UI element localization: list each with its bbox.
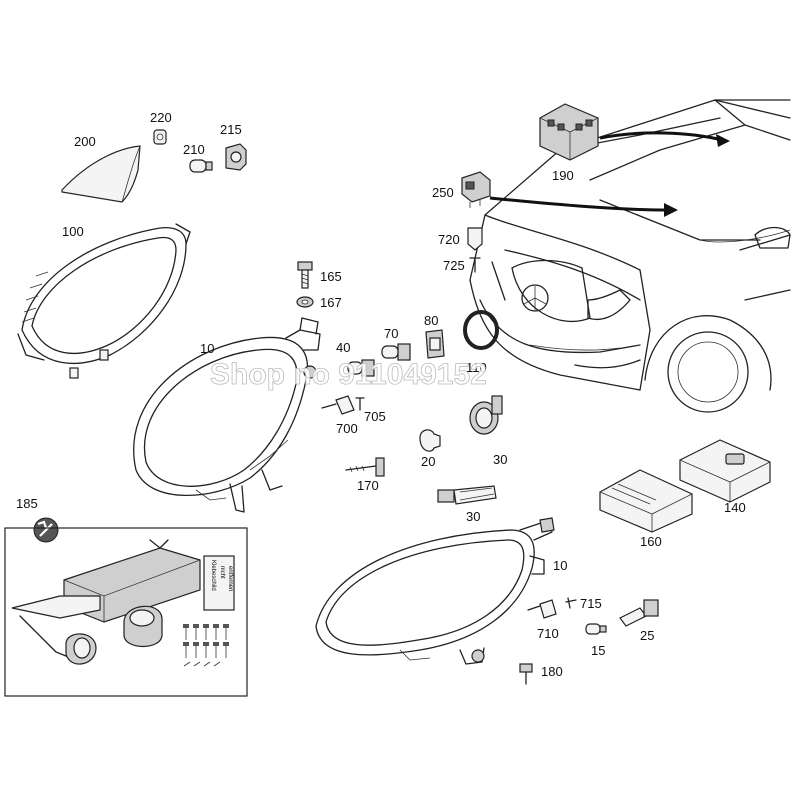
part-715-screw	[565, 597, 577, 609]
part-110-seal-ring	[463, 310, 499, 350]
label-110: 110	[466, 360, 487, 375]
part-200-cover	[61, 145, 141, 203]
label-70: 70	[384, 326, 398, 341]
part-80-connector	[425, 329, 445, 359]
decal-text-2: nicht	[219, 566, 225, 579]
label-25: 25	[640, 628, 654, 643]
part-220-washer	[153, 129, 167, 145]
arrow-190-to-car	[599, 131, 730, 147]
label-40: 40	[336, 340, 350, 355]
label-15: 15	[591, 643, 605, 658]
part-710-holder	[527, 599, 557, 619]
label-100: 100	[62, 224, 84, 239]
part-70-bulb	[381, 343, 411, 361]
label-30-lower: 30	[466, 509, 480, 524]
part-167-washer	[296, 296, 314, 308]
part-number-labels: 200 220 210 215 100 190 250 720 725 165 …	[16, 110, 746, 679]
part-725-screw	[469, 257, 481, 273]
part-185-repair-kit-box	[4, 527, 248, 697]
label-167: 167	[320, 295, 342, 310]
part-140-ballast	[679, 439, 771, 503]
part-185-wrench-icon	[33, 517, 59, 543]
label-185: 185	[16, 496, 38, 511]
part-250-sensor	[461, 171, 491, 208]
label-80: 80	[424, 313, 438, 328]
label-180: 180	[541, 664, 563, 679]
part-25-bulb	[619, 599, 659, 627]
part-30-ignitor	[437, 485, 497, 505]
car-front-illustration	[469, 99, 791, 413]
label-30-upper: 30	[493, 452, 507, 467]
part-10-headlamp-lower	[315, 517, 555, 665]
part-170-bolt	[345, 457, 385, 477]
part-40-bulb	[347, 359, 375, 377]
label-705: 705	[364, 409, 386, 424]
label-170: 170	[357, 478, 379, 493]
part-190-control-module	[539, 103, 599, 161]
part-10-headlamp-upper	[133, 317, 321, 513]
label-210: 210	[183, 142, 205, 157]
decal-text-1: Klebeschild	[210, 560, 216, 591]
label-165: 165	[320, 269, 342, 284]
arrow-250-to-car	[489, 196, 678, 217]
label-10-lower: 10	[553, 558, 567, 573]
part-720-bracket	[467, 227, 483, 251]
label-725: 725	[443, 258, 465, 273]
label-220: 220	[150, 110, 172, 125]
decal-text-3: entfernen	[227, 566, 233, 591]
label-710: 710	[537, 626, 559, 641]
label-715: 715	[580, 596, 602, 611]
label-200: 200	[74, 134, 96, 149]
part-165-bolt	[297, 261, 313, 289]
label-160: 160	[640, 534, 662, 549]
part-705-screw	[355, 397, 365, 411]
part-210-bulb	[189, 159, 213, 173]
part-20-bulb	[419, 429, 441, 452]
part-15-bulb	[585, 623, 607, 635]
label-20: 20	[421, 454, 435, 469]
label-140: 140	[724, 500, 746, 515]
label-190: 190	[552, 168, 574, 183]
label-215: 215	[220, 122, 242, 137]
part-215-socket	[225, 143, 247, 171]
label-700: 700	[336, 421, 358, 436]
part-100-lens-frame	[17, 223, 191, 379]
part-700-holder	[321, 395, 355, 415]
label-720: 720	[438, 232, 460, 247]
part-30-socket-upper	[469, 395, 503, 435]
watermark-text: Shop no 911049152	[210, 358, 487, 391]
part-180-screw	[519, 663, 533, 685]
label-250: 250	[432, 185, 454, 200]
part-160-ballast	[599, 469, 693, 533]
label-10-upper: 10	[200, 341, 214, 356]
